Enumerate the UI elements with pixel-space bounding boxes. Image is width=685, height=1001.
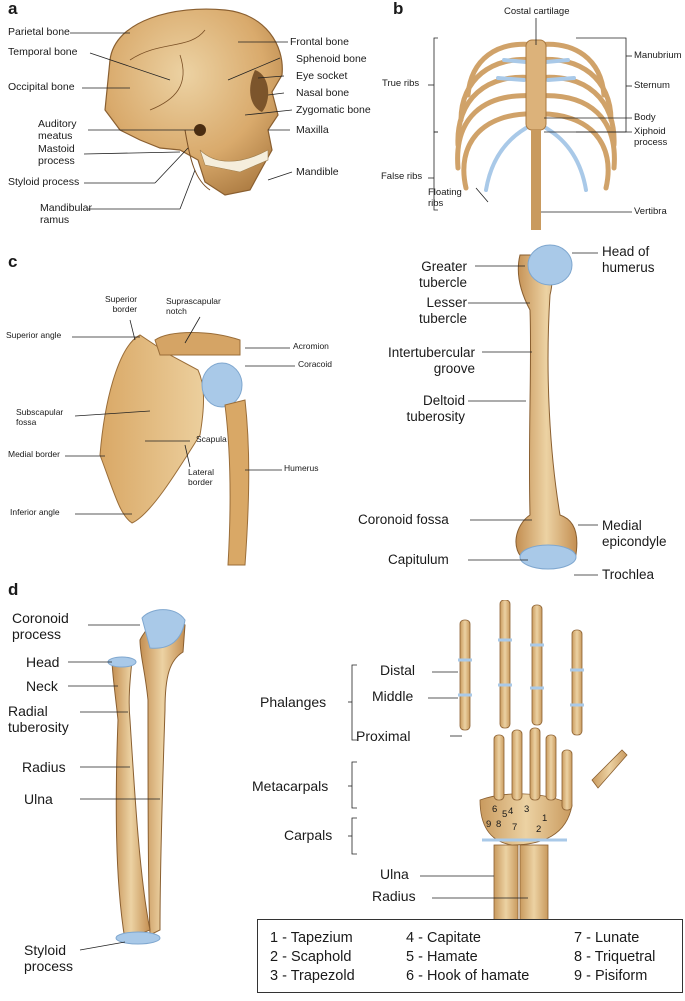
label-subscapular-fossa: Subscapular fossa [16,407,64,427]
legend-item-9: 9 - Pisiform [574,968,648,984]
label-metacarpals: Metacarpals [252,778,329,794]
label-floating-ribs: Floating ribs [428,187,462,209]
hand-illustration [348,600,628,920]
humerus-illustration [468,244,598,576]
forearm-illustration [68,609,186,951]
label-capitulum: Capitulum [388,552,449,567]
label-neck: Neck [26,678,58,694]
label-coronoid-fossa: Coronoid fossa [358,512,449,527]
label-sternum: Sternum [634,80,670,91]
skull-illustration [70,8,293,210]
legend-item-3: 3 - Trapezold [270,968,355,984]
panel-letter-b: b [393,0,404,18]
carpal-number-9: 9 [486,819,492,830]
carpal-number-8: 8 [496,819,502,830]
label-carpals: Carpals [284,827,333,843]
label-ulna: Ulna [24,791,53,807]
label-xiphoid-process: Xiphoid process [634,126,668,148]
label-lateral-border: Lateral border [188,467,214,487]
label-hand-radius: Radius [372,888,416,904]
label-styloid-process-forearm: Styloid process [24,942,74,975]
carpal-number-5: 5 [502,809,508,820]
label-intertubercular-groove: Intertubercular groove [387,345,475,376]
panel-c-humerus: Greater tubercle Lesser tubercle Intertu… [350,235,685,580]
label-false-ribs: False ribs [381,171,423,182]
carpal-legend: 1 - Tapezium 2 - Scaphold 3 - Trapezold … [257,919,683,993]
label-costal-cartilage: Costal cartilage [504,6,570,17]
carpal-number-3: 3 [524,804,530,815]
label-auditory-meatus: Auditory meatus [38,118,77,143]
legend-item-5: 5 - Hamate [406,949,478,965]
label-acromion: Acromion [293,341,329,351]
label-body: Body [634,112,656,123]
label-maxilla: Maxilla [296,124,329,136]
label-head-of-humerus: Head of humerus [602,244,655,275]
label-phalanges: Phalanges [260,694,327,710]
carpal-number-2: 2 [536,824,542,835]
label-occipital-bone: Occipital bone [8,81,75,93]
panel-d-forearm: d Coronoid process Head Neck Radial tube… [0,580,210,1001]
label-deltoid-tuberosity: Deltoid tuberosity [406,393,465,424]
panel-letter-c: c [8,252,18,271]
legend-item-4: 4 - Capitate [406,930,481,946]
scapula-illustration [65,316,295,566]
label-mandibular-ramus: Mandibular ramus [40,202,92,227]
label-mandible: Mandible [296,166,339,178]
label-hand-ulna: Ulna [380,866,409,882]
carpal-number-6: 6 [492,804,498,815]
legend-item-1: 1 - Tapezium [270,930,353,946]
label-styloid-process: Styloid process [8,176,80,188]
label-trochlea: Trochlea [602,567,655,580]
label-zygomatic-bone: Zygomatic bone [296,104,371,116]
label-true-ribs: True ribs [382,78,420,89]
label-frontal-bone: Frontal bone [290,36,349,48]
label-parietal-bone: Parietal bone [8,26,70,38]
panel-a-skull: a [0,0,385,232]
ribcage-illustration [428,18,632,230]
legend-item-2: 2 - Scaphold [270,949,352,965]
label-greater-tubercle: Greater tubercle [418,259,467,290]
label-coracoid: Coracoid [298,359,333,369]
label-nasal-bone: Nasal bone [296,87,350,99]
panel-b-thorax: b [376,0,685,232]
label-vertibra: Vertibra [634,206,667,217]
label-humerus: Humerus [284,463,319,473]
label-radius: Radius [22,759,66,775]
label-middle: Middle [372,688,414,704]
label-temporal-bone: Temporal bone [8,46,78,58]
label-head: Head [26,654,60,670]
panel-letter-a: a [8,0,18,18]
label-sphenoid-bone: Sphenoid bone [296,53,367,65]
label-suprascapular-notch: Suprascapular notch [166,296,221,316]
panel-letter-d: d [8,580,19,599]
label-mastoid-process: Mastoid process [38,143,75,168]
label-distal: Distal [380,662,416,678]
legend-item-8: 8 - Triquetral [574,949,656,965]
label-radial-tuberosity: Radial tuberosity [8,703,69,736]
label-inferior-angle: Inferior angle [10,507,60,517]
label-eye-socket: Eye socket [296,70,348,82]
label-coronoid-process: Coronoid process [12,610,69,643]
label-manubrium: Manubrium [634,50,682,61]
label-medial-epicondyle: Medial epicondyle [602,518,667,549]
label-medial-border: Medial border [8,449,60,459]
carpal-number-4: 4 [508,806,514,817]
carpal-number-1: 1 [542,813,548,824]
panel-c-scapula: c Superior border Suprascapular notch Su… [0,245,345,580]
label-lesser-tubercle: Lesser tubercle [418,295,467,326]
label-proximal: Proximal [356,728,411,744]
panel-d-hand: Distal Middle Proximal Phalanges Metacar… [232,600,685,920]
label-scapula: Scapula [196,434,227,444]
carpal-number-7: 7 [512,822,518,833]
legend-item-6: 6 - Hook of hamate [406,968,530,984]
label-superior-angle: Superior angle [6,330,62,340]
legend-item-7: 7 - Lunate [574,930,640,946]
label-superior-border: Superior border [105,294,138,314]
